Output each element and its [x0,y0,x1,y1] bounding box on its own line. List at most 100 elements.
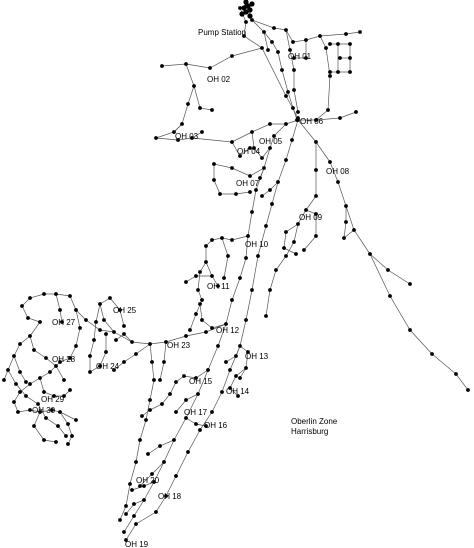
pipe-segment [37,403,67,437]
node-label-oh09: OH 09 [299,213,323,222]
junction-node [184,334,188,338]
pipe-segment [303,209,317,251]
junction-node [148,408,152,412]
junction-node [254,188,258,192]
junction-node [328,160,332,164]
junction-node [210,238,214,242]
junction-node [268,146,272,150]
junction-node [324,46,328,50]
junction-node [198,106,202,110]
junction-node [130,340,134,344]
junction-node [98,328,102,332]
junction-node [134,352,138,356]
junction-node [12,354,16,358]
junction-node [198,428,202,432]
junction-node [38,410,42,414]
junction-node [194,422,198,426]
junction-node [162,460,166,464]
pipe-segment [89,303,107,373]
junction-node [242,34,246,38]
pipe-segment [199,303,227,329]
junction-node [154,510,158,514]
junction-node [184,62,188,66]
junction-node [184,280,188,284]
junction-node [118,308,122,312]
junction-node [160,64,164,68]
node-label-oh08: OH 08 [326,167,350,176]
pump-station-label: Pump Station [198,28,246,37]
junction-node [230,166,234,170]
junction-node [122,324,126,328]
junction-node [64,434,68,438]
junction-node [36,402,40,406]
node-label-oh28: OH 28 [52,355,76,364]
junction-node [52,394,56,398]
junction-node [314,140,318,144]
junction-node [62,394,66,398]
junction-node [264,314,268,318]
junction-node [226,254,230,258]
junction-node [122,332,126,336]
junction-nodes [2,0,470,542]
junction-node [276,180,280,184]
junction-node [134,522,138,526]
junction-node [236,394,240,398]
junction-node [258,176,262,180]
junction-node [250,210,254,214]
junction-node [74,308,78,312]
junction-node [328,70,332,74]
junction-node [200,130,204,134]
junction-node [68,356,72,360]
junction-node [228,368,232,372]
junction-node [28,382,32,386]
junction-node [291,40,295,44]
junction-node [246,350,250,354]
pump-station-node [243,9,249,15]
junction-node [244,256,248,260]
junction-node [268,288,272,292]
pipe-segment [155,85,203,141]
junction-node [338,56,342,60]
junction-node [274,268,278,272]
pipe-segment [251,123,287,159]
junction-node [250,130,254,134]
junction-node [62,378,66,382]
junction-node [184,398,188,402]
node-label-oh30: OH 30 [32,406,56,415]
junction-node [58,308,62,312]
junction-node [336,70,340,74]
junction-node [58,410,62,414]
junction-node [118,518,122,522]
junction-node [304,56,308,60]
pipe-segment [7,369,39,405]
junction-node [12,400,16,404]
pipe-segment [99,297,227,345]
junction-node [28,408,32,412]
junction-node [304,38,308,42]
junction-node [210,274,214,278]
junction-node [56,424,60,428]
junction-node [28,296,32,300]
junction-node [296,110,300,114]
junction-node [292,68,296,72]
junction-node [134,460,138,464]
junction-node [250,18,254,22]
junction-node [122,530,126,534]
junction-node [132,502,136,506]
pipe-segment [245,5,298,121]
junction-node [408,328,412,332]
junction-node [302,248,306,252]
junction-node [264,224,268,228]
junction-node [260,156,264,160]
junction-node [66,442,70,446]
junction-node [270,40,274,44]
junction-node [336,180,340,184]
junction-node [230,140,234,144]
junction-node [172,438,176,442]
junction-node [314,194,318,198]
junction-node [314,118,318,122]
junction-node [234,354,238,358]
junction-node [128,482,132,486]
pipe-segment [13,355,27,383]
